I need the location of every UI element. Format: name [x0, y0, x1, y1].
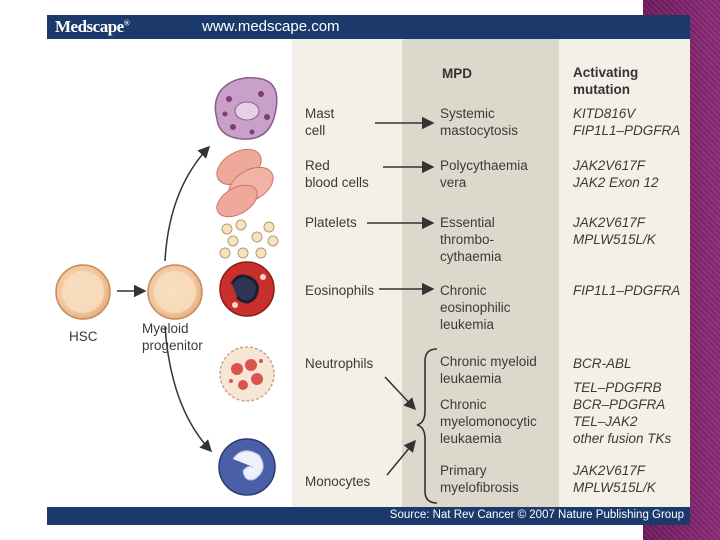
platelets-icon [219, 219, 279, 259]
arrow-up-branch [164, 145, 211, 262]
mutation-cmml: TEL–PDGFRB BCR–PDGFRA TEL–JAK2 other fus… [573, 380, 672, 446]
monocyte-icon [218, 438, 276, 496]
arrow-monocytes [386, 439, 416, 476]
mutation-eosinophils: FIP1L1–PDGFRA [573, 283, 681, 298]
disease-polycythaemia-vera: Polycythaemia vera [440, 158, 528, 190]
arrow-down-branch [164, 326, 213, 453]
medscape-logo: Medscape® [55, 17, 130, 36]
mutation-mast: KITD816V FIP1L1–PDGFRA [573, 106, 681, 138]
mast-cell-icon [214, 77, 278, 140]
site-url[interactable]: www.medscape.com [202, 18, 340, 35]
grouping-brace [416, 348, 438, 504]
header-bar: Medscape® www.medscape.com [47, 15, 690, 39]
disease-chronic-myeloid-leukaemia: Chronic myeloid leukaemia [440, 354, 537, 386]
footer-bar: Source: Nat Rev Cancer © 2007 Nature Pub… [47, 507, 690, 525]
figure: Medscape® www.medscape.com [47, 15, 690, 525]
neutrophil-icon [219, 346, 275, 402]
cell-label-platelets: Platelets [305, 215, 357, 230]
cell-label-rbc: Red blood cells [305, 158, 369, 190]
red-blood-cells-icon [216, 148, 274, 218]
cell-label-monocytes: Monocytes [305, 474, 371, 489]
disease-chronic-eosinophilic-leukemia: Chronic eosinophilic leukemia [440, 283, 511, 332]
cell-label-mast: Mast cell [305, 106, 335, 138]
mpd-header: MPD [442, 66, 472, 81]
cell-label-eosinophils: Eosinophils [305, 283, 375, 298]
arrow-neutrophils [384, 376, 417, 411]
hsc-cell-icon [55, 264, 111, 320]
disease-essential-thrombocythaemia: Essential thrombo- cythaemia [440, 215, 502, 264]
cell-label-neutrophils: Neutrophils [305, 356, 374, 371]
mutation-platelets: JAK2V617F MPLW515L/K [573, 215, 656, 247]
disease-chronic-myelomonocytic-leukaemia: Chronic myelomonocytic leukaemia [440, 397, 537, 446]
diagram-graphics [55, 77, 438, 504]
activating-mutation-header: Activating mutation [573, 65, 639, 97]
hsc-label: HSC [69, 329, 98, 344]
source-credit: Source: Nat Rev Cancer © 2007 Nature Pub… [389, 509, 684, 521]
disease-primary-myelofibrosis: Primary myelofibrosis [440, 463, 519, 495]
mutation-rbc: JAK2V617F JAK2 Exon 12 [573, 158, 659, 190]
mutation-monocytes: JAK2V617F MPLW515L/K [573, 463, 656, 495]
myeloid-progenitor-label: Myeloid progenitor [142, 321, 203, 353]
disease-systemic-mastocytosis: Systemic mastocytosis [440, 106, 519, 138]
myeloid-progenitor-icon [147, 264, 203, 320]
mutation-neutrophils: BCR-ABL [573, 356, 632, 371]
eosinophil-icon [219, 261, 275, 317]
diagram-area: MPD Activating mutation HSC Myeloid prog… [47, 39, 690, 507]
